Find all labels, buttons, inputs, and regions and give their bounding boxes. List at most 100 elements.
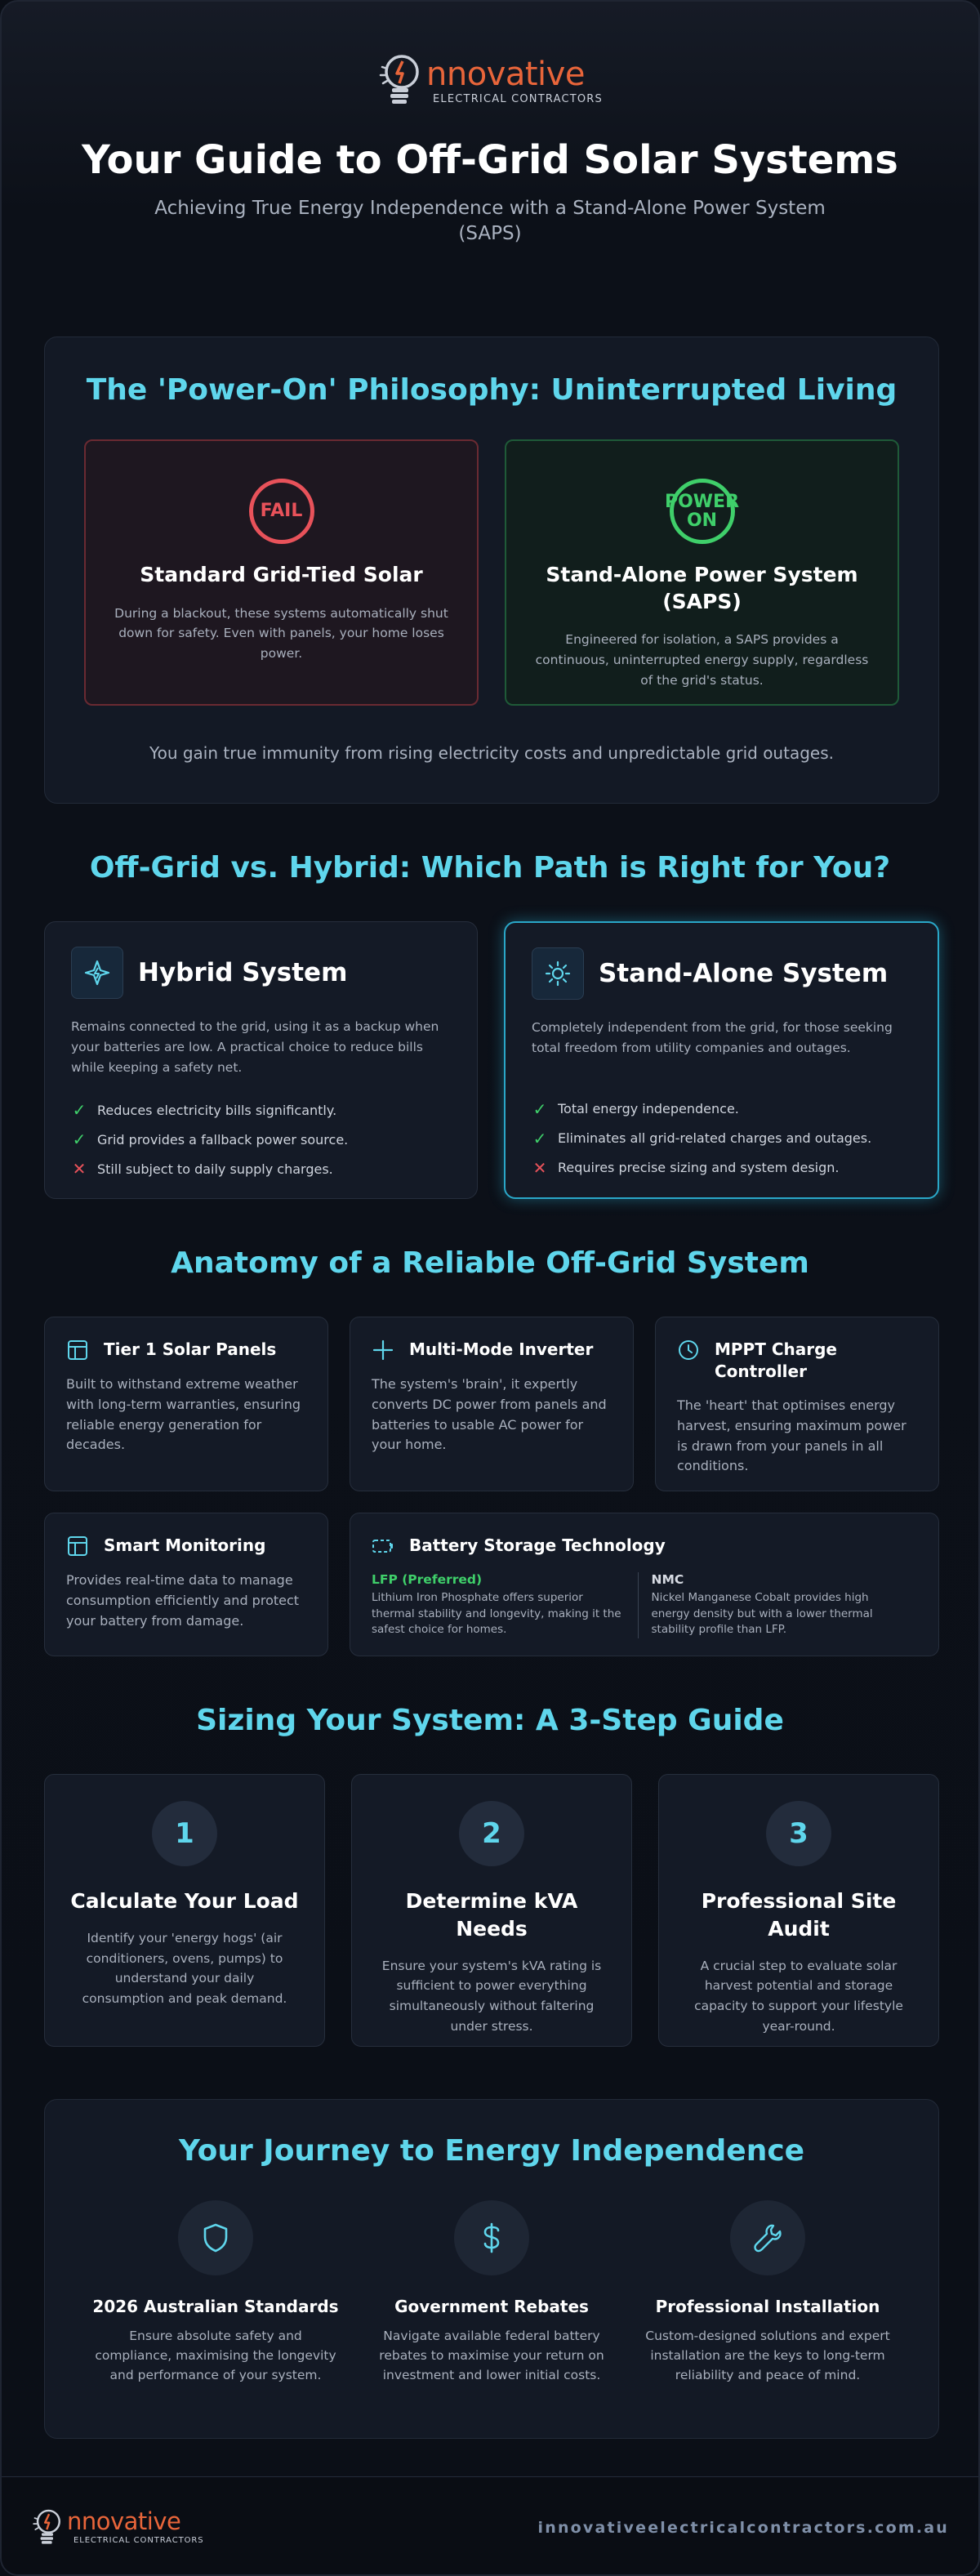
step-title: Professional Site Audit [701,1889,897,1941]
step-number: 1 [152,1801,217,1866]
philosophy-footer: You gain true immunity from rising elect… [149,743,834,763]
stand-alone-title: Stand-Alone System [599,959,889,988]
battery-storage-card: Battery Storage Technology LFP (Preferre… [350,1513,939,1656]
dollar-icon [454,2200,529,2275]
dashboard-icon [68,1536,87,1556]
step-text: Ensure your system's kVA rating is suffi… [381,1958,602,2034]
header: nnovative ELECTRICAL CONTRACTORS Your Gu… [2,2,978,328]
fail-badge-icon: FAIL [248,479,314,544]
step-text: Identify your 'energy hogs' (air conditi… [82,1930,287,2007]
page-title: Your Guide to Off-Grid Solar Systems [82,137,898,183]
journey-section: Your Journey to Energy Independence 2026… [44,2099,939,2439]
step-number: 3 [766,1801,831,1866]
inverter-title: Multi-Mode Inverter [409,1339,594,1359]
step-title: Calculate Your Load [70,1889,299,1913]
smart-monitoring-text: Provides real-time data to manage consum… [66,1572,300,1629]
check-icon: ✓ [532,1099,547,1119]
lfp-label: LFP (Preferred) [372,1572,483,1587]
anatomy-title: Anatomy of a Reliable Off-Grid System [171,1246,809,1280]
sizing-steps: 1 Calculate Your Load Identify your 'ene… [44,1774,939,2047]
step-card-1: 1 Calculate Your Load Identify your 'ene… [44,1774,325,2047]
journey-item-title: Government Rebates [394,2297,589,2316]
journey-item-title: Professional Installation [655,2297,880,2316]
lightbulb-logo-icon [33,2509,60,2544]
list-item: ✕Requires precise sizing and system desi… [532,1157,840,1178]
nmc-text: Nickel Manganese Cobalt provides high en… [651,1591,873,1637]
nmc-label: NMC [651,1572,684,1587]
battery-storage-title: Battery Storage Technology [409,1535,666,1555]
journey-item-text: Ensure absolute safety and compliance, m… [95,2329,336,2383]
power-on-badge-icon: POWER ON [665,479,739,544]
step-text: A crucial step to evaluate solar harvest… [694,1958,903,2034]
journey-item-title: 2026 Australian Standards [92,2297,339,2316]
comparison-title: Off-Grid vs. Hybrid: Which Path is Right… [89,851,891,885]
stand-alone-points: ✓Total energy independence. ✓Eliminates … [532,1094,911,1183]
cross-icon: ✕ [72,1159,87,1179]
check-icon: ✓ [532,1128,547,1148]
power-on-badge-line1: POWER [664,491,740,512]
fail-badge-label: FAIL [260,501,303,522]
brand-tagline: ELECTRICAL CONTRACTORS [433,92,603,105]
charge-controller-text: The 'heart' that optimises energy harves… [677,1397,906,1474]
saps-card: POWER ON Stand-Alone Power System (SAPS)… [505,439,899,706]
stand-alone-system-card: Stand-Alone System Completely independen… [504,921,939,1199]
list-item: ✓Total energy independence. [532,1099,739,1119]
footer-logo[interactable]: nnovative ELECTRICAL CONTRACTORS [31,2507,203,2549]
cross-icon: ✕ [532,1157,547,1178]
charge-controller-card: MPPT Charge Controller The 'heart' that … [655,1317,939,1491]
saps-title: Stand-Alone Power System (SAPS) [546,563,858,613]
clock-icon [679,1340,698,1360]
nmc-column: NMC Nickel Manganese Cobalt provides hig… [637,1572,918,1638]
hybrid-system-card: Hybrid System Remains connected to the g… [44,921,478,1199]
layout-panel-icon [68,1340,87,1360]
journey-item-standards: 2026 Australian Standards Ensure absolut… [78,2200,354,2385]
solar-panels-title: Tier 1 Solar Panels [104,1339,277,1359]
website-link[interactable]: innovativeelectricalcontractors.com.au [537,2518,949,2537]
power-on-badge-line2: ON [686,510,718,531]
list-item: ✓Eliminates all grid-related charges and… [532,1128,872,1148]
philosophy-section: The 'Power-On' Philosophy: Uninterrupted… [44,336,939,804]
footer: nnovative ELECTRICAL CONTRACTORS innovat… [2,2476,978,2574]
grid-tied-text: During a blackout, these systems automat… [114,605,448,662]
step-card-2: 2 Determine kVA Needs Ensure your system… [351,1774,632,2047]
check-icon: ✓ [72,1130,87,1150]
journey-title: Your Journey to Energy Independence [178,2134,805,2168]
grid-tied-card: FAIL Standard Grid-Tied Solar During a b… [84,439,479,706]
shield-icon [178,2200,253,2275]
hybrid-points: ✓Reduces electricity bills significantly… [71,1095,451,1183]
lfp-text: Lithium Iron Phosphate offers superior t… [372,1591,621,1637]
saps-text: Engineered for isolation, a SAPS provide… [535,632,869,688]
journey-item-text: Navigate available federal battery rebat… [379,2329,604,2383]
charge-controller-title: MPPT Charge Controller [715,1339,837,1381]
brand-logo[interactable]: nnovative ELECTRICAL CONTRACTORS [377,51,603,111]
footer-brand-tagline: ELECTRICAL CONTRACTORS [74,2536,204,2545]
page-subtitle: Achieving True Energy Independence with … [154,198,826,245]
solar-panels-card: Tier 1 Solar Panels Built to withstand e… [44,1317,328,1491]
step-title: Determine kVA Needs [405,1889,578,1941]
list-item: ✓Reduces electricity bills significantly… [72,1100,337,1121]
stand-alone-text: Completely independent from the grid, fo… [532,1020,893,1055]
inverter-card: Multi-Mode Inverter The system's 'brain'… [350,1317,634,1491]
plus-icon [372,1339,394,1361]
step-number: 2 [459,1801,524,1866]
solar-panels-text: Built to withstand extreme weather with … [66,1376,301,1453]
hybrid-title: Hybrid System [138,958,348,987]
list-item: ✕Still subject to daily supply charges. [72,1159,333,1179]
wrench-icon [730,2200,805,2275]
brand-name: nnovative [426,55,585,93]
journey-item-text: Custom-designed solutions and expert ins… [645,2329,890,2383]
philosophy-title: The 'Power-On' Philosophy: Uninterrupted… [86,373,898,407]
comparison-cards: Hybrid System Remains connected to the g… [44,921,939,1199]
hybrid-text: Remains connected to the grid, using it … [71,1019,439,1075]
sizing-title: Sizing Your System: A 3-Step Guide [196,1704,784,1737]
check-icon: ✓ [72,1100,87,1121]
solar-panel-icon [71,947,123,999]
smart-monitoring-title: Smart Monitoring [104,1535,266,1555]
lfp-column: LFP (Preferred) Lithium Iron Phosphate o… [372,1572,638,1638]
step-card-3: 3 Professional Site Audit A crucial step… [658,1774,939,2047]
footer-brand-name: nnovative [67,2507,181,2535]
list-item: ✓Grid provides a fallback power source. [72,1130,349,1150]
smart-monitoring-card: Smart Monitoring Provides real-time data… [44,1513,328,1656]
grid-tied-title: Standard Grid-Tied Solar [140,563,423,586]
